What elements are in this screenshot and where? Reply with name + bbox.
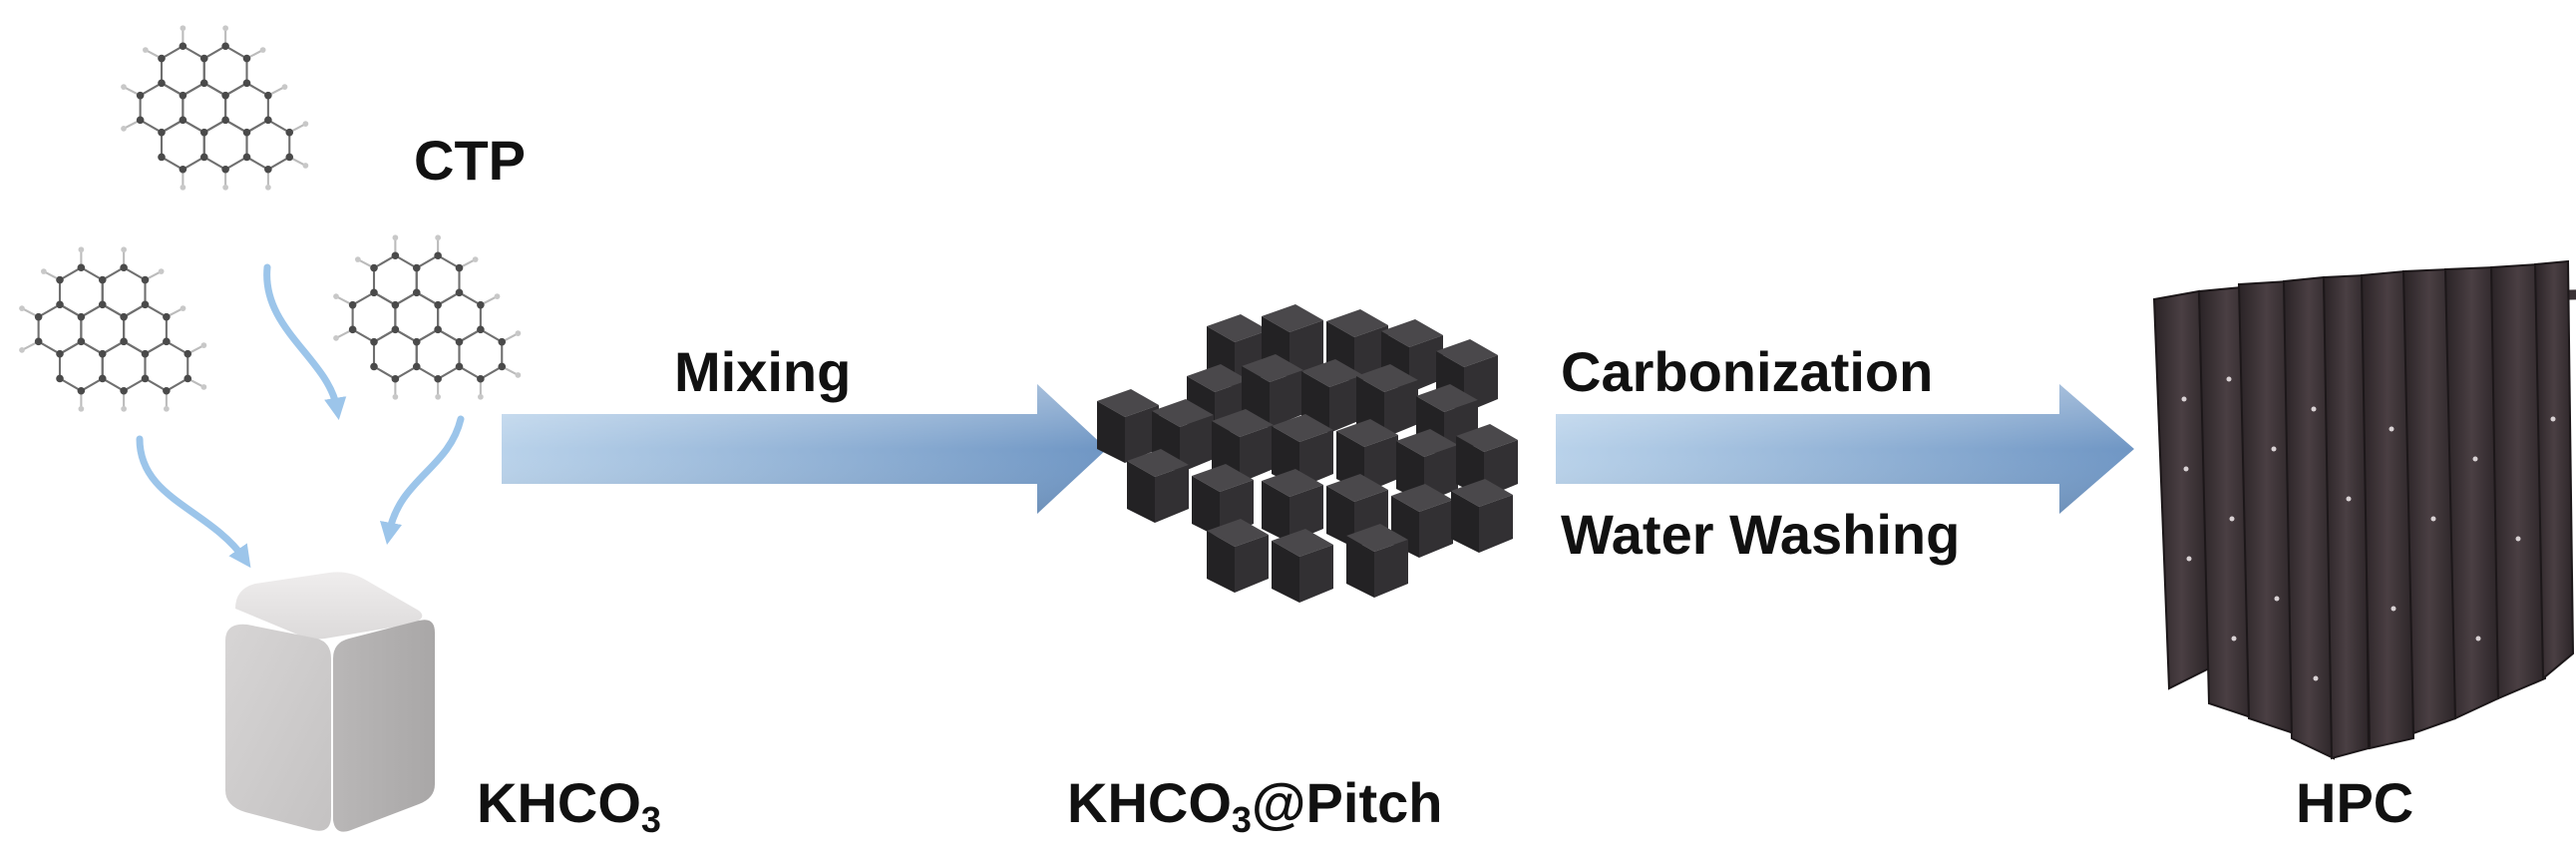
- carbonization-arrow-icon: [1556, 384, 2134, 514]
- pitch-cubes-icon: [1097, 304, 1518, 603]
- pitch-label: KHCO3@Pitch: [1067, 775, 1442, 838]
- molecule-icon: [120, 24, 310, 192]
- khco3-cube-icon: [225, 572, 435, 832]
- mixing-arrow-icon: [502, 384, 1107, 514]
- water-washing-label: Water Washing: [1561, 503, 1961, 566]
- hpc-label: HPC: [2296, 771, 2414, 834]
- molecule-icon: [332, 233, 523, 401]
- khco3-formula: KHCO: [477, 771, 641, 834]
- pitch-subscript: 3: [1231, 799, 1252, 840]
- carbonization-label: Carbonization: [1561, 340, 1934, 403]
- pitch-suffix: @Pitch: [1251, 771, 1443, 834]
- khco3-subscript: 3: [640, 799, 661, 840]
- hpc-structure-icon: [2152, 259, 2576, 760]
- mixing-label: Mixing: [674, 340, 852, 403]
- pitch-formula: KHCO: [1067, 771, 1232, 834]
- ctp-label: CTP: [414, 129, 526, 192]
- curved-arrow-icon: [136, 263, 465, 569]
- molecule-icon: [18, 245, 208, 413]
- khco3-label: KHCO3: [477, 775, 661, 838]
